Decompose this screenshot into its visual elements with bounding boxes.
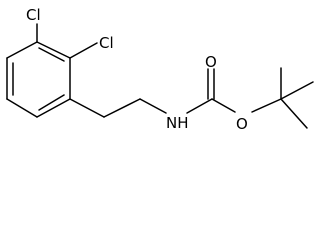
ring-inner-double-bond-upper-right — [38, 47, 65, 62]
tert-butyl-group — [251, 67, 314, 129]
benzene-ring — [6, 41, 71, 118]
ring-bond-lower-left — [6, 98, 38, 118]
chlorine-substituents: Cl Cl — [26, 6, 114, 59]
methyl-right-bond — [280, 81, 314, 100]
chlorine-right-label: Cl — [99, 34, 114, 52]
ch2-to-ch2-bond — [103, 98, 141, 118]
ch2-to-nh-bond — [139, 98, 167, 114]
carbonyl-to-ester-oxygen-bond — [211, 98, 236, 113]
ester-oxygen-to-quaternary-carbon-bond — [251, 98, 282, 113]
ring-bond-top — [6, 41, 38, 59]
carbamate-group: NH O O — [166, 53, 248, 133]
chemical-structure: Cl Cl NH O O — [6, 6, 314, 133]
ring-bond-lower-right — [36, 98, 71, 118]
ring-bond-upper-right — [36, 41, 71, 59]
nh-label: NH — [166, 114, 189, 132]
ring-inner-double-bond-lower-right — [38, 94, 65, 111]
ester-oxygen-label: O — [236, 115, 248, 133]
ethyl-linker — [69, 98, 167, 118]
methyl-bottom-bond — [280, 98, 308, 129]
nh-to-carbonyl-bond — [186, 98, 213, 114]
carbonyl-oxygen-label: O — [205, 53, 217, 71]
chlorine-top-label: Cl — [26, 6, 41, 24]
chlorine-right-bond — [69, 42, 98, 59]
aryl-to-ch2-bond — [69, 98, 105, 118]
